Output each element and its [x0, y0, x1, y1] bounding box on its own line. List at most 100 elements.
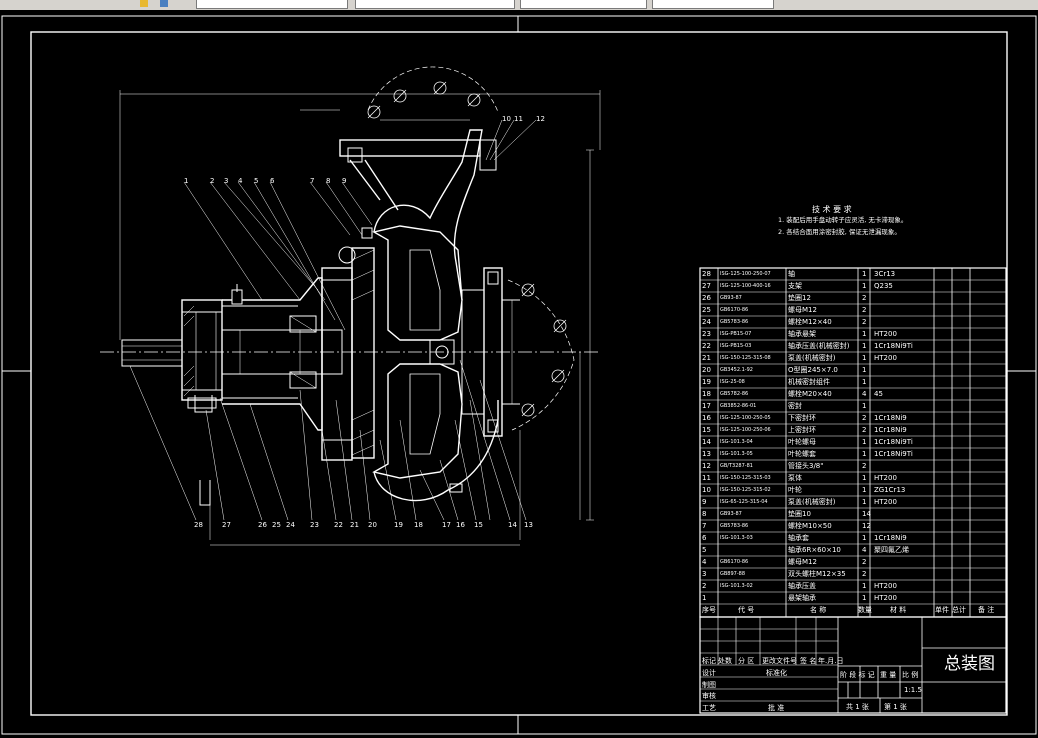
bom-cell-name: 泵体	[788, 474, 802, 482]
bom-cell-qty: 2	[862, 570, 867, 578]
bom-cell-no: 1	[702, 594, 707, 602]
bom-cell-material: 1Cr18Ni9	[874, 426, 907, 434]
toolbar-field-3[interactable]	[520, 0, 647, 9]
toolbar-field-2[interactable]	[355, 0, 515, 9]
part-callout: 17	[442, 521, 451, 529]
bom-cell-material: HT200	[874, 582, 897, 590]
bom-cell-qty: 4	[862, 390, 867, 398]
part-callout: 26	[258, 521, 267, 529]
part-callout: 2	[210, 177, 215, 185]
bom-cell-code: GB/T3287-81	[720, 463, 753, 469]
bom-cell-name: 泵盖(机械密封)	[788, 354, 836, 362]
bom-cell-name: 叶轮螺套	[788, 450, 816, 458]
bom-cell-no: 22	[702, 342, 711, 350]
bom-cell-qty: 12	[862, 522, 871, 530]
part-callout: 16	[456, 521, 465, 529]
bom-cell-no: 19	[702, 378, 711, 386]
bom-cell-qty: 1	[862, 582, 867, 590]
bom-cell-material: HT200	[874, 594, 897, 602]
bom-cell-name: O型圈245×7.0	[788, 366, 838, 374]
bom-cell-name: 轴承套	[788, 534, 809, 542]
bom-cell-code: ISG-125-100-250-05	[720, 415, 771, 421]
bom-cell-no: 26	[702, 294, 711, 302]
part-callout: 18	[414, 521, 423, 529]
toolbar-field-4[interactable]	[652, 0, 774, 9]
toolbar-icon[interactable]	[160, 0, 168, 7]
bom-cell-no: 27	[702, 282, 711, 290]
cad-drawing[interactable]	[0, 10, 1038, 738]
bom-cell-name: 垫圈10	[788, 510, 811, 518]
bom-cell-code: ISG-101.3-02	[720, 583, 753, 589]
bom-cell-no: 13	[702, 450, 711, 458]
tech-req-line-1: 1. 装配后用手盘动转子应灵活, 无卡滞现象。	[778, 216, 908, 224]
bom-cell-material: 1Cr18Ni9Ti	[874, 342, 913, 350]
part-callout: 11	[514, 115, 523, 123]
tb-weight: 重 量	[880, 671, 897, 679]
bom-cell-name: 悬架轴承	[788, 594, 816, 602]
bom-cell-material: HT200	[874, 498, 897, 506]
outer-border	[1, 15, 1037, 735]
bom-cell-no: 5	[702, 546, 707, 554]
bom-cell-qty: 1	[862, 450, 867, 458]
bom-cell-no: 10	[702, 486, 711, 494]
part-callout: 13	[524, 521, 533, 529]
tb-ratio: 比 例	[902, 671, 919, 679]
bom-cell-no: 7	[702, 522, 707, 530]
bom-cell-code: ISG-125-100-250-06	[720, 427, 771, 433]
bom-cell-no: 15	[702, 426, 711, 434]
bom-cell-code: ISG-101.3-05	[720, 451, 753, 457]
bom-cell-code: GB5783-86	[720, 319, 749, 325]
tb-scale-value: 1:1.5	[904, 686, 922, 694]
bom-cell-name: 泵盖(机械密封)	[788, 498, 836, 506]
toolbar-field-1[interactable]	[196, 0, 348, 9]
bom-cell-no: 18	[702, 390, 711, 398]
bom-cell-name: 螺栓M12×40	[788, 318, 832, 326]
part-callout: 19	[394, 521, 403, 529]
bom-cell-no: 28	[702, 270, 711, 278]
bom-cell-name: 上密封环	[788, 426, 816, 434]
bom-cell-code: ISG-101.3-03	[720, 535, 753, 541]
bom-cell-name: 双头螺柱M12×35	[788, 570, 846, 578]
bom-cell-material: HT200	[874, 474, 897, 482]
bom-cell-qty: 2	[862, 426, 867, 434]
toolbar-icon[interactable]	[140, 0, 148, 7]
bom-cell-name: 垫圈12	[788, 294, 811, 302]
bom-cell-qty: 1	[862, 486, 867, 494]
bom-cell-name: 支架	[788, 282, 802, 290]
bom-cell-no: 11	[702, 474, 711, 482]
bom-cell-code: GB3452.1-92	[720, 367, 753, 373]
part-callout: 23	[310, 521, 319, 529]
bom-cell-name: 叶轮	[788, 486, 802, 494]
bom-cell-no: 24	[702, 318, 711, 326]
part-callout: 27	[222, 521, 231, 529]
bom-cell-name: 叶轮螺母	[788, 438, 816, 446]
part-callout: 4	[238, 177, 243, 185]
part-callout: 22	[334, 521, 343, 529]
bom-cell-code: GB93-87	[720, 295, 742, 301]
tb-approve: 批 准	[768, 704, 785, 712]
tb-stage-mark: 阶 段 标 记	[840, 671, 875, 679]
tb-design: 设计	[702, 669, 716, 677]
part-callout: 3	[224, 177, 229, 185]
bom-cell-no: 21	[702, 354, 711, 362]
part-callout: 1	[184, 177, 189, 185]
bom-header-code: 代 号	[738, 606, 755, 614]
bom-cell-no: 16	[702, 414, 711, 422]
part-callout: 14	[508, 521, 517, 529]
bom-header-qty: 数量	[858, 606, 872, 614]
